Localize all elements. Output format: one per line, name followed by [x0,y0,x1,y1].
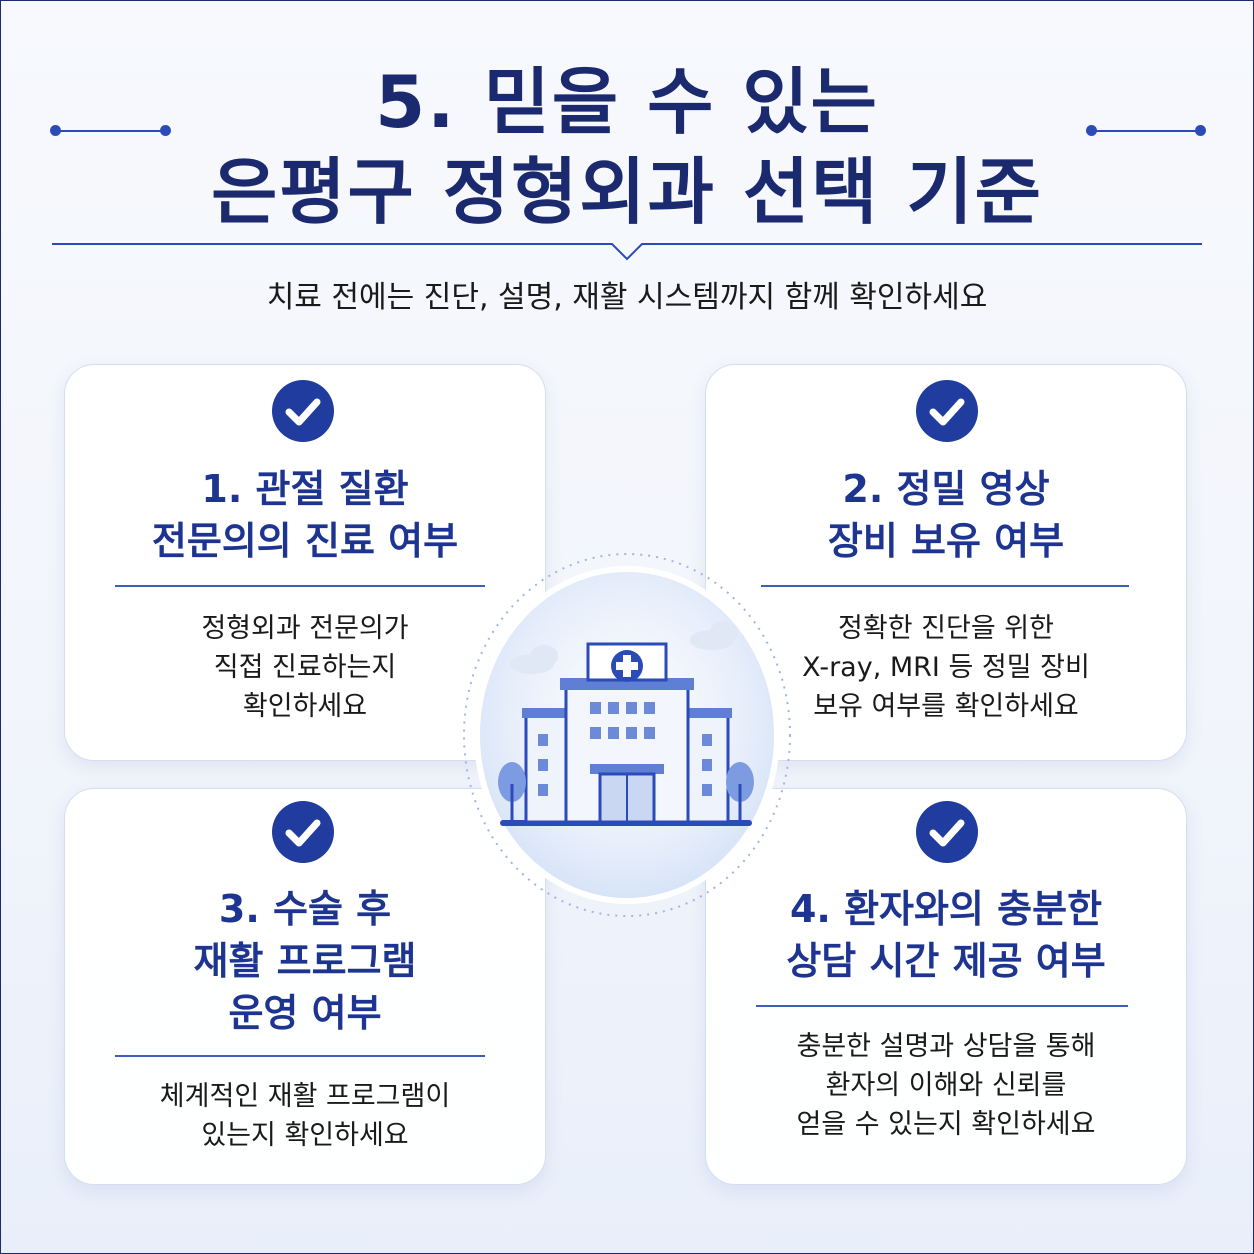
card-title-line: 3. 수술 후 [218,887,392,931]
card-title-line: 상담 시간 제공 여부 [786,939,1106,983]
criterion-card-4: 4. 환자와의 충분한 상담 시간 제공 여부 충분한 설명과 상담을 통해 환… [705,788,1187,1185]
card-title: 3. 수술 후 재활 프로그램 운영 여부 [65,883,545,1039]
left-deco-dot-inner [160,125,171,136]
card-title-line: 재활 프로그램 [193,939,417,983]
card-title-line: 전문의의 진료 여부 [151,519,459,563]
hospital-building-icon [463,553,791,917]
check-circle-icon [272,380,334,442]
card-description: 정확한 진단을 위한 X-ray, MRI 등 정밀 장비 보유 여부를 확인하… [706,609,1186,726]
page-title-line2: 은평구 정형외과 선택 기준 [211,150,1043,234]
card-title-line: 2. 정밀 영상 [842,467,1050,511]
check-circle-icon [272,801,334,863]
page-title-line1: 5. 믿을 수 있는 [375,60,879,144]
card-desc-line: 정형외과 전문의가 [201,613,409,644]
left-deco-dot-outer [50,125,61,136]
card-description: 정형외과 전문의가 직접 진료하는지 확인하세요 [65,609,545,726]
card-desc-line: 확인하세요 [242,691,368,722]
card-divider [115,585,485,587]
card-title-line: 운영 여부 [228,991,382,1035]
card-title: 1. 관절 질환 전문의의 진료 여부 [65,463,545,567]
criterion-card-2: 2. 정밀 영상 장비 보유 여부 정확한 진단을 위한 X-ray, MRI … [705,364,1187,761]
check-circle-icon [916,801,978,863]
card-divider [756,1005,1128,1007]
card-desc-line: 직접 진료하는지 [213,652,397,683]
header-divider [52,243,1202,261]
card-description: 충분한 설명과 상담을 통해 환자의 이해와 신뢰를 얻을 수 있는지 확인하세… [706,1027,1186,1144]
page-subtitle: 치료 전에는 진단, 설명, 재활 시스템까지 함께 확인하세요 [266,280,988,315]
criterion-card-3: 3. 수술 후 재활 프로그램 운영 여부 체계적인 재활 프로그램이 있는지 … [64,788,546,1185]
card-title-line: 4. 환자와의 충분한 [789,887,1103,931]
card-desc-line: 있는지 확인하세요 [201,1120,409,1151]
card-desc-line: 보유 여부를 확인하세요 [813,691,1079,722]
card-description: 체계적인 재활 프로그램이 있는지 확인하세요 [65,1077,545,1155]
right-deco-dot-outer [1195,125,1206,136]
card-divider [761,585,1129,587]
criterion-card-1: 1. 관절 질환 전문의의 진료 여부 정형외과 전문의가 직접 진료하는지 확… [64,364,546,761]
left-deco-line [56,130,164,132]
card-desc-line: 체계적인 재활 프로그램이 [159,1081,451,1112]
card-title: 4. 환자와의 충분한 상담 시간 제공 여부 [706,883,1186,987]
card-title: 2. 정밀 영상 장비 보유 여부 [706,463,1186,567]
card-divider [115,1055,485,1057]
card-desc-line: 충분한 설명과 상담을 통해 [796,1031,1096,1062]
card-desc-line: 환자의 이해와 신뢰를 [825,1070,1067,1101]
card-desc-line: X-ray, MRI 등 정밀 장비 [802,652,1090,683]
right-deco-dot-inner [1086,125,1097,136]
card-title-line: 장비 보유 여부 [827,519,1065,563]
card-desc-line: 정확한 진단을 위한 [838,613,1054,644]
check-circle-icon [916,380,978,442]
card-desc-line: 얻을 수 있는지 확인하세요 [796,1109,1096,1140]
card-title-line: 1. 관절 질환 [201,467,409,511]
right-deco-line [1092,130,1200,132]
